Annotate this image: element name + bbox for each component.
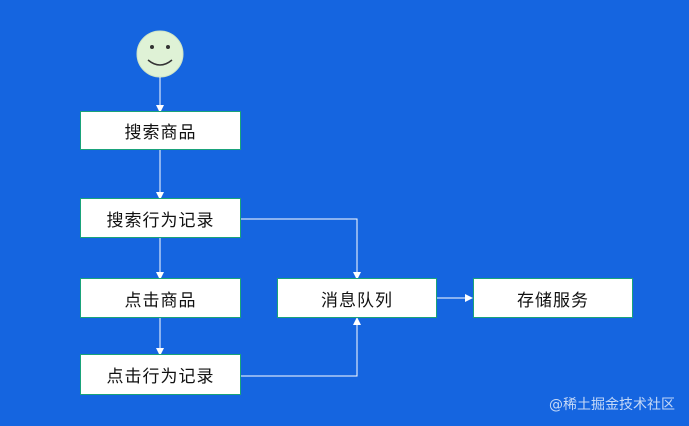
- start-smiley-icon: [136, 30, 184, 78]
- node-message-queue: 消息队列: [277, 278, 437, 318]
- node-click-products-label: 点击商品: [124, 290, 197, 311]
- watermark-text: @稀土掘金技术社区: [549, 397, 675, 413]
- node-storage-service: 存储服务: [473, 278, 633, 318]
- node-click-behavior-log-label: 点击行为记录: [106, 367, 215, 387]
- node-search-behavior-log: 搜索行为记录: [80, 198, 241, 238]
- arrow-click-log-to-queue: [241, 317, 361, 377]
- node-click-products: 点击商品: [80, 278, 241, 318]
- node-search-products: 搜索商品: [80, 111, 241, 150]
- node-click-behavior-log: 点击行为记录: [80, 354, 241, 395]
- arrow-search-log-to-queue: [241, 218, 361, 280]
- node-message-queue-label: 消息队列: [321, 290, 393, 311]
- node-search-behavior-log-label: 搜索行为记录: [106, 210, 215, 231]
- node-search-products-label: 搜索商品: [124, 123, 197, 143]
- node-storage-service-label: 存储服务: [517, 290, 589, 311]
